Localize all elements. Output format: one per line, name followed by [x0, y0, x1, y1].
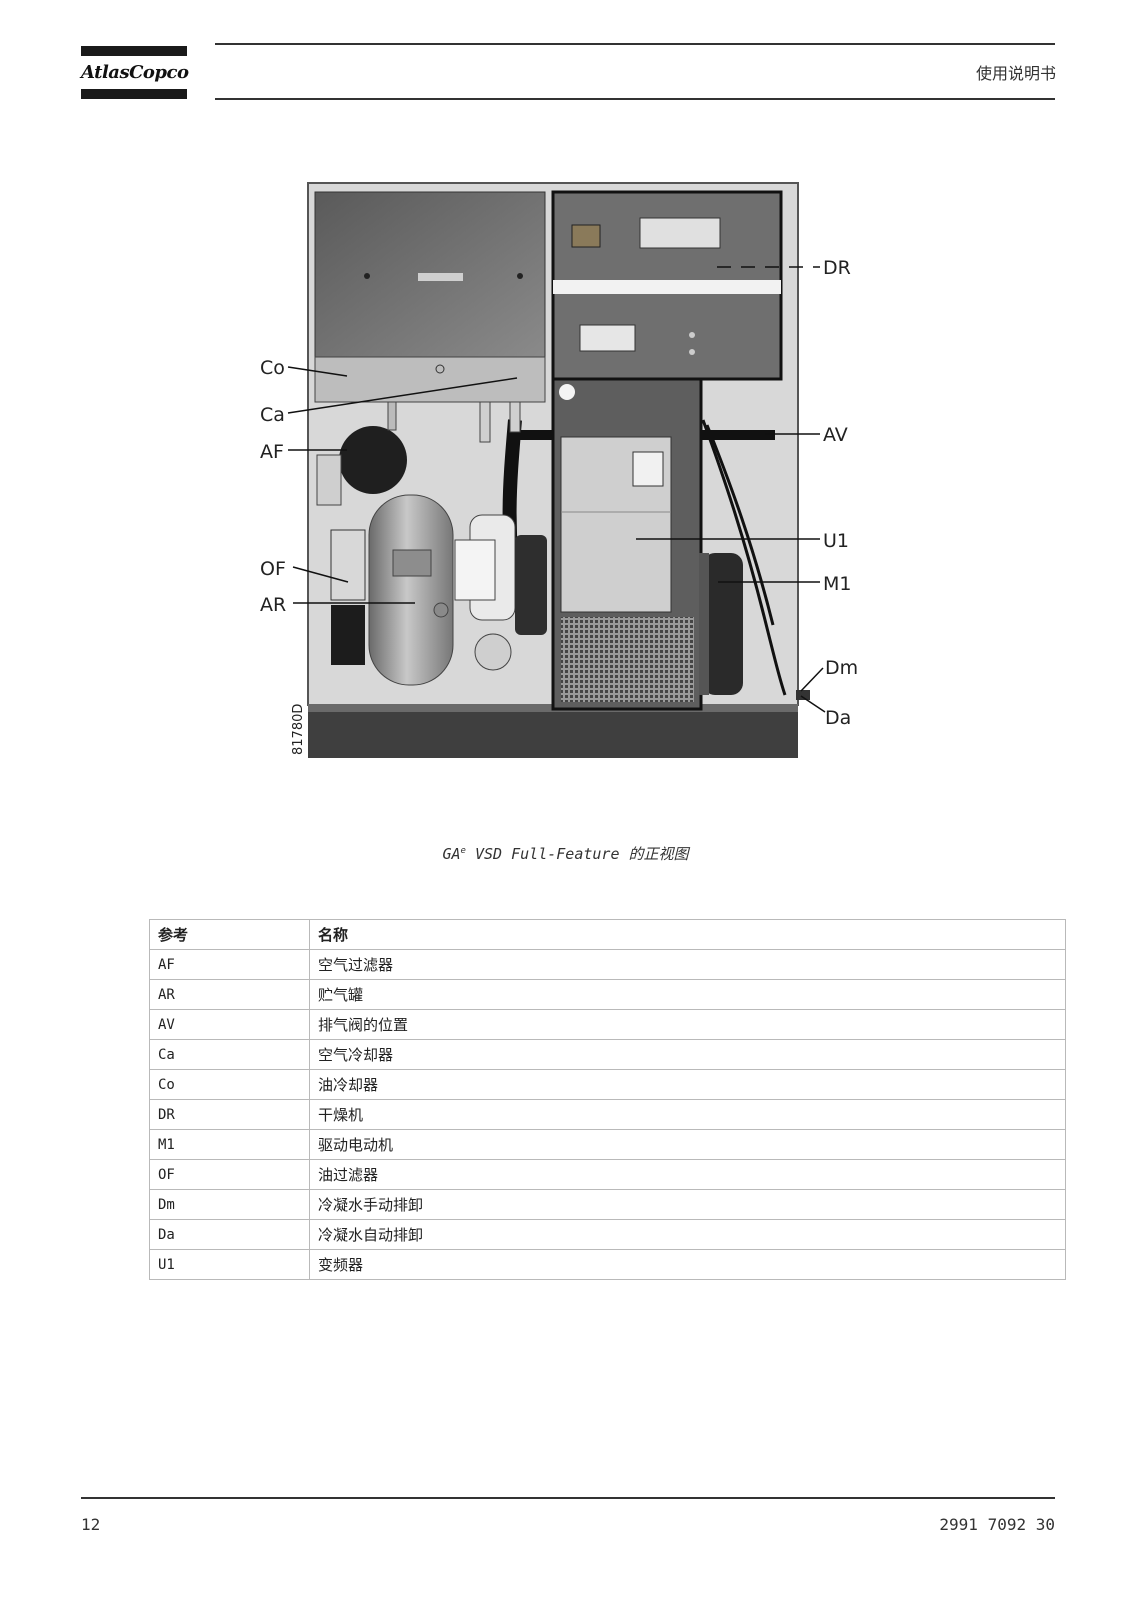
row-ref: U1 — [149, 1249, 310, 1280]
row-name: 变频器 — [309, 1249, 1066, 1280]
header-name: 名称 — [309, 919, 1066, 950]
callout-u1: U1 — [823, 530, 849, 552]
row-ref: Ca — [149, 1039, 310, 1070]
callout-ar: AR — [260, 594, 286, 616]
row-name: 冷凝水自动排卸 — [309, 1219, 1066, 1250]
callout-dm: Dm — [825, 657, 858, 679]
row-ref: OF — [149, 1159, 310, 1190]
caption-model: GA — [442, 845, 461, 863]
oil-filter — [330, 529, 366, 601]
figure-number: 81780D — [291, 704, 306, 755]
row-name: 空气冷却器 — [309, 1039, 1066, 1070]
header-ref: 参考 — [149, 919, 310, 950]
inverter-vent-grille — [561, 617, 694, 702]
document-number: 2991 7092 30 — [939, 1515, 1055, 1534]
row-ref: Da — [149, 1219, 310, 1250]
header-rule-bottom — [215, 98, 1055, 100]
row-ref: M1 — [149, 1129, 310, 1160]
row-ref: AF — [149, 949, 310, 980]
row-name: 排气阀的位置 — [309, 1009, 1066, 1040]
atlas-copco-logo: AtlasCopco — [81, 46, 189, 100]
callout-af: AF — [260, 441, 284, 463]
header-rule-top — [215, 43, 1055, 45]
logo-wordmark: AtlasCopco — [81, 62, 189, 83]
compressor-front-view-figure: Co Ca AF OF AR DR AV U1 M1 Dm Da 81780D — [255, 180, 895, 775]
row-name: 贮气罐 — [309, 979, 1066, 1010]
row-name: 干燥机 — [309, 1099, 1066, 1130]
row-name: 驱动电动机 — [309, 1129, 1066, 1160]
logo-bar-bottom — [81, 89, 187, 99]
row-ref: DR — [149, 1099, 310, 1130]
row-name: 空气过滤器 — [309, 949, 1066, 980]
compressor-illustration: Co Ca AF OF AR DR AV U1 M1 Dm Da 81780D — [260, 182, 858, 758]
document-title: 使用说明书 — [975, 64, 1056, 83]
caption-text: VSD Full-Feature 的正视图 — [465, 845, 689, 863]
row-ref: AV — [149, 1009, 310, 1040]
condensate-drain — [796, 690, 810, 700]
callout-ca: Ca — [260, 404, 285, 426]
table-header-row: 参考 名称 — [149, 919, 1066, 950]
figure-caption: GAe VSD Full-Feature 的正视图 — [0, 843, 1131, 864]
logo-bar-top — [81, 46, 187, 56]
callout-co: Co — [260, 357, 285, 379]
air-receiver-tank — [368, 494, 454, 686]
caption-superscript: e — [460, 846, 466, 856]
footer-rule — [81, 1497, 1055, 1499]
callout-av: AV — [823, 424, 848, 446]
row-name: 油过滤器 — [309, 1159, 1066, 1190]
page-number: 12 — [81, 1515, 101, 1534]
row-ref: Co — [149, 1069, 310, 1100]
callout-m1: M1 — [823, 573, 851, 595]
row-name: 油冷却器 — [309, 1069, 1066, 1100]
callout-dr: DR — [823, 257, 851, 279]
row-ref: AR — [149, 979, 310, 1010]
callout-da: Da — [825, 707, 851, 729]
air-filter — [339, 426, 407, 494]
drive-motor — [703, 553, 743, 695]
base-plate — [308, 710, 798, 758]
row-ref: Dm — [149, 1189, 310, 1220]
callout-of: OF — [260, 558, 286, 580]
row-name: 冷凝水手动排卸 — [309, 1189, 1066, 1220]
